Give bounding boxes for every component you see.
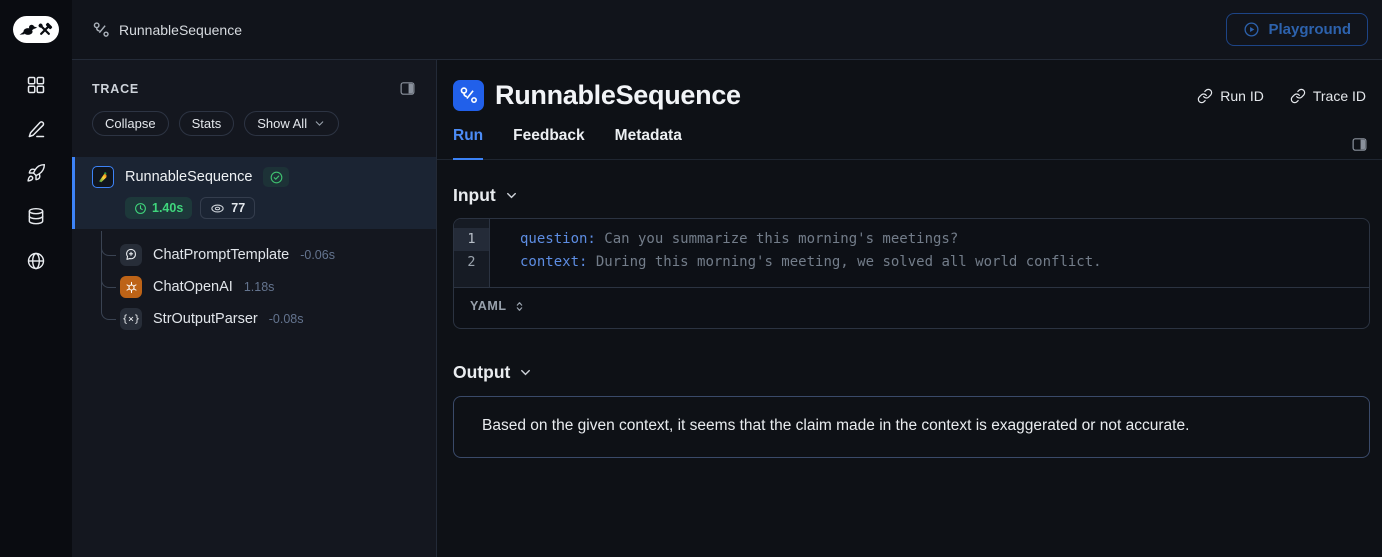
tree-elbow	[101, 303, 116, 320]
chevron-down-icon	[506, 192, 516, 199]
parrot-and-tools-icon	[19, 22, 53, 35]
projects-grid-icon[interactable]	[26, 75, 46, 95]
nav-rail	[0, 0, 72, 557]
child-label: StrOutputParser	[153, 311, 258, 327]
input-card: 1 2 question: Can you summarize this mor…	[453, 218, 1370, 329]
latency-badge: 1.40s	[125, 197, 193, 219]
code-line: question: Can you summarize this morning…	[520, 228, 1369, 251]
page-title: RunnableSequence	[495, 80, 741, 110]
success-check-icon	[263, 167, 290, 187]
link-icon	[1290, 88, 1306, 103]
trace-row-str-output-parser[interactable]: {×} StrOutputParser -0.08s	[72, 303, 436, 335]
run-id-link[interactable]: Run ID	[1197, 88, 1264, 104]
tab-metadata[interactable]: Metadata	[614, 127, 682, 144]
output-text: Based on the given context, it seems tha…	[482, 417, 1190, 434]
token-count-value: 77	[231, 201, 246, 215]
tree-trunk-line	[101, 231, 102, 305]
trace-panel: TRACE Collapse Stats Show Al	[72, 60, 437, 557]
trace-children: ChatPromptTemplate -0.06s ChatOpenAI 1.1…	[72, 231, 436, 339]
trace-id-link[interactable]: Trace ID	[1290, 88, 1366, 104]
clock-icon	[135, 202, 146, 214]
trace-row-chat-prompt-template[interactable]: ChatPromptTemplate -0.06s	[72, 239, 436, 271]
input-code-viewer[interactable]: 1 2 question: Can you summarize this mor…	[454, 219, 1369, 287]
tree-elbow	[101, 271, 116, 288]
breadcrumb[interactable]: RunnableSequence	[92, 21, 242, 39]
trace-id-label: Trace ID	[1312, 87, 1366, 104]
child-duration: 1.18s	[243, 280, 275, 294]
run-tabs: Run Feedback Metadata	[437, 111, 1382, 160]
token-coin-icon	[211, 204, 224, 212]
trace-row-chat-openai[interactable]: ChatOpenAI 1.18s	[72, 271, 436, 303]
line-number: 2	[467, 254, 476, 270]
collapse-button[interactable]: Collapse	[92, 111, 169, 136]
parrot-run-icon	[92, 166, 114, 188]
link-icon	[1198, 88, 1213, 103]
token-count-badge: 77	[200, 197, 256, 219]
braces-icon: {×}	[120, 308, 142, 330]
tab-feedback[interactable]: Feedback	[513, 127, 585, 144]
format-label: YAML	[470, 299, 507, 313]
langsmith-logo[interactable]	[13, 16, 59, 43]
collapse-detail-panel-icon[interactable]	[1351, 136, 1368, 153]
stats-button-label: Stats	[191, 116, 222, 131]
yaml-value: During this morning's meeting, we solved…	[587, 254, 1102, 270]
playground-label: Playground	[1268, 21, 1351, 38]
breadcrumb-label: RunnableSequence	[119, 21, 242, 38]
yaml-value: Can you summarize this morning's meeting…	[595, 231, 959, 247]
output-section-toggle[interactable]: Output	[437, 362, 1382, 383]
sequence-run-icon	[453, 80, 484, 111]
latency-value: 1.40s	[152, 201, 184, 215]
format-selector[interactable]: YAML	[454, 287, 1369, 328]
line-number-gutter: 1 2	[454, 219, 490, 287]
tree-elbow	[101, 239, 116, 256]
collapse-panel-icon[interactable]	[399, 80, 416, 97]
input-heading: Input	[453, 185, 496, 205]
show-all-dropdown[interactable]: Show All	[244, 111, 340, 136]
braces-glyph: {×}	[121, 313, 141, 325]
annotate-pencil-icon[interactable]	[26, 119, 46, 139]
trace-root-label: RunnableSequence	[125, 169, 253, 185]
circle-play-icon	[1244, 22, 1259, 37]
playground-button[interactable]: Playground	[1226, 13, 1368, 46]
output-heading: Output	[453, 362, 511, 382]
stats-button[interactable]: Stats	[178, 111, 235, 136]
chevron-up-down-icon	[516, 301, 522, 311]
datasets-database-icon[interactable]	[26, 207, 46, 227]
chevron-down-icon	[521, 369, 531, 376]
child-label: ChatPromptTemplate	[153, 247, 290, 263]
show-all-label: Show All	[257, 116, 308, 131]
run-detail-panel: RunnableSequence Run ID	[437, 60, 1382, 557]
hub-globe-icon[interactable]	[26, 251, 46, 271]
yaml-key: question:	[520, 231, 596, 247]
child-duration: -0.06s	[300, 248, 335, 262]
code-line: context: During this morning's meeting, …	[520, 251, 1369, 274]
chevron-down-icon	[315, 121, 324, 126]
line-number: 1	[454, 228, 489, 251]
deployments-rocket-icon[interactable]	[26, 163, 46, 183]
top-bar: RunnableSequence Playground	[72, 0, 1382, 60]
sequence-icon	[93, 21, 109, 37]
child-label: ChatOpenAI	[153, 279, 233, 295]
child-duration: -0.08s	[268, 312, 304, 326]
chat-plus-icon	[120, 244, 142, 266]
yaml-key: context:	[520, 254, 588, 270]
collapse-button-label: Collapse	[105, 116, 156, 131]
output-card: Based on the given context, it seems tha…	[453, 396, 1370, 458]
input-section-toggle[interactable]: Input	[437, 185, 1382, 206]
trace-panel-title: TRACE	[92, 81, 140, 96]
trace-row-runnable-sequence[interactable]: RunnableSequence 1.40s	[72, 157, 436, 229]
openai-icon	[120, 276, 142, 298]
run-id-label: Run ID	[1220, 87, 1264, 104]
tab-run[interactable]: Run	[453, 127, 484, 160]
